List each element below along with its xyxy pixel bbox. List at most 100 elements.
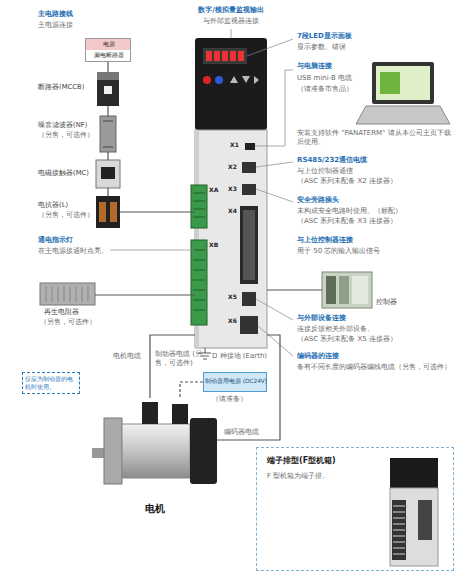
driver-top (195, 38, 267, 130)
x4-port (240, 206, 258, 284)
node-title: 噪音滤波器(NF) (38, 121, 87, 130)
f-driver-top (390, 458, 438, 488)
laptop-base (356, 106, 450, 124)
brake-connector (172, 404, 188, 424)
breaker-lever (104, 86, 112, 94)
plc-module (352, 276, 368, 304)
power-connector (142, 402, 158, 424)
led-digit (214, 51, 220, 61)
breaker-body (97, 72, 119, 106)
device-node: 制动器用电源 (DC24V)（请准备） (203, 372, 267, 392)
callout-label: 7段LED显示面板 (297, 32, 352, 41)
node-text: （另售，可选件） (38, 211, 94, 220)
cable-line (267, 289, 322, 290)
cable-line (107, 152, 108, 160)
screen-window (380, 72, 400, 94)
plc-module (326, 276, 336, 304)
cable-line (107, 188, 108, 196)
cable-label: 电机电缆 (113, 352, 141, 361)
leader-line (256, 162, 293, 167)
x4-pins (243, 210, 255, 280)
node-text: （请准备） (212, 395, 247, 404)
legend-box: 仅应为制动器的电机时使用。 (22, 372, 80, 394)
xb-terminal (191, 240, 207, 325)
callout-label: 安装支持软件 "PANATERM" 请从本公司主页下载后使用。 (297, 129, 452, 147)
cable-line (107, 62, 108, 72)
key-shift (254, 76, 259, 84)
leader-line (247, 39, 293, 56)
resistor-body (40, 283, 95, 305)
node-text: XA (209, 186, 218, 194)
led-digit (206, 51, 212, 61)
f-driver-front (390, 488, 438, 566)
node-text: X3 (228, 185, 237, 193)
x3-port (242, 184, 256, 195)
leader-line (258, 326, 293, 356)
xa-terminal (191, 185, 207, 228)
node-text: XB (209, 241, 218, 249)
x5-port (242, 292, 256, 306)
callout-label: D 种接地 (Earth) (212, 352, 267, 361)
contactor-face (101, 167, 115, 179)
plc-module (339, 276, 349, 304)
leader-lines (110, 29, 293, 356)
node-text: （另售，可选件） (38, 131, 94, 140)
node-title: 电机 (92, 502, 217, 515)
device-node: 控制器 (322, 272, 372, 308)
node-title: 断路器(MCCB) (38, 83, 84, 92)
terminal-lines (193, 193, 205, 217)
x2-port (242, 162, 256, 173)
callout-label: 与外部设备连接 (297, 314, 346, 323)
motor-body (122, 424, 190, 478)
node-text: F 型机箱为端子排。 (267, 472, 329, 481)
cable (108, 188, 109, 196)
plc-body (322, 272, 372, 308)
callout-label: （ASC 系列未配备 X3 连接器） (297, 217, 397, 226)
filter-body (100, 116, 116, 152)
led-digit (222, 51, 228, 61)
f-type-driver (390, 458, 438, 566)
cable (95, 295, 195, 296)
node-text: X6 (228, 317, 237, 325)
leader-line (255, 70, 293, 146)
reactor-coil (110, 202, 117, 222)
callout-label: RS485/232通信电缆 (297, 156, 367, 165)
node-text: 漏电断路器 (86, 51, 132, 59)
callout-label: 数字/模拟量监视输出 (176, 6, 286, 15)
led-digit (238, 51, 244, 61)
callout-label: 通电指示灯 (38, 236, 73, 245)
cable-line (107, 106, 108, 116)
device-node: 再生电阻器（另售，可选件） (40, 283, 95, 305)
device-node: 电机 (92, 398, 217, 516)
node-title: 制动器用电源 (DC24V) (204, 378, 268, 386)
node-text: X4 (228, 207, 237, 215)
cable (108, 106, 109, 116)
laptop-screen (376, 66, 430, 100)
node-title: X1 (230, 141, 239, 149)
device-node: 电磁接触器(MC) (96, 160, 120, 188)
cable-line (120, 211, 195, 212)
legend-text: 仅应为制动器的电机时使用。 (23, 373, 79, 393)
callout-label: 与上位控制器连接 (297, 236, 353, 245)
cable (180, 382, 203, 398)
terminal-block (392, 500, 406, 560)
noise-filter (100, 116, 116, 152)
motor-encoder-cap (190, 418, 217, 484)
cable-line (95, 294, 195, 295)
callout-label: 连接反馈相关外部设备。 (297, 325, 374, 334)
cable (267, 290, 322, 291)
cable (108, 152, 109, 160)
callout-label: 安全旁路插头 (297, 196, 339, 205)
node-title: 电源 (86, 40, 132, 48)
resistor-fins (46, 286, 88, 302)
device-node: 噪音滤波器(NF)（另售，可选件） (100, 116, 116, 152)
device-node: 端子排型(F型机箱)F 型机箱为端子排。 (256, 447, 454, 571)
mccb-device (97, 72, 119, 106)
laptop (356, 62, 450, 124)
regen-resistor (40, 283, 95, 305)
contactor-body (96, 160, 120, 188)
callout-label: （ASC 系列未配备 X5 连接器） (297, 335, 397, 344)
leader-line (110, 250, 195, 251)
reactor-core (96, 196, 120, 228)
